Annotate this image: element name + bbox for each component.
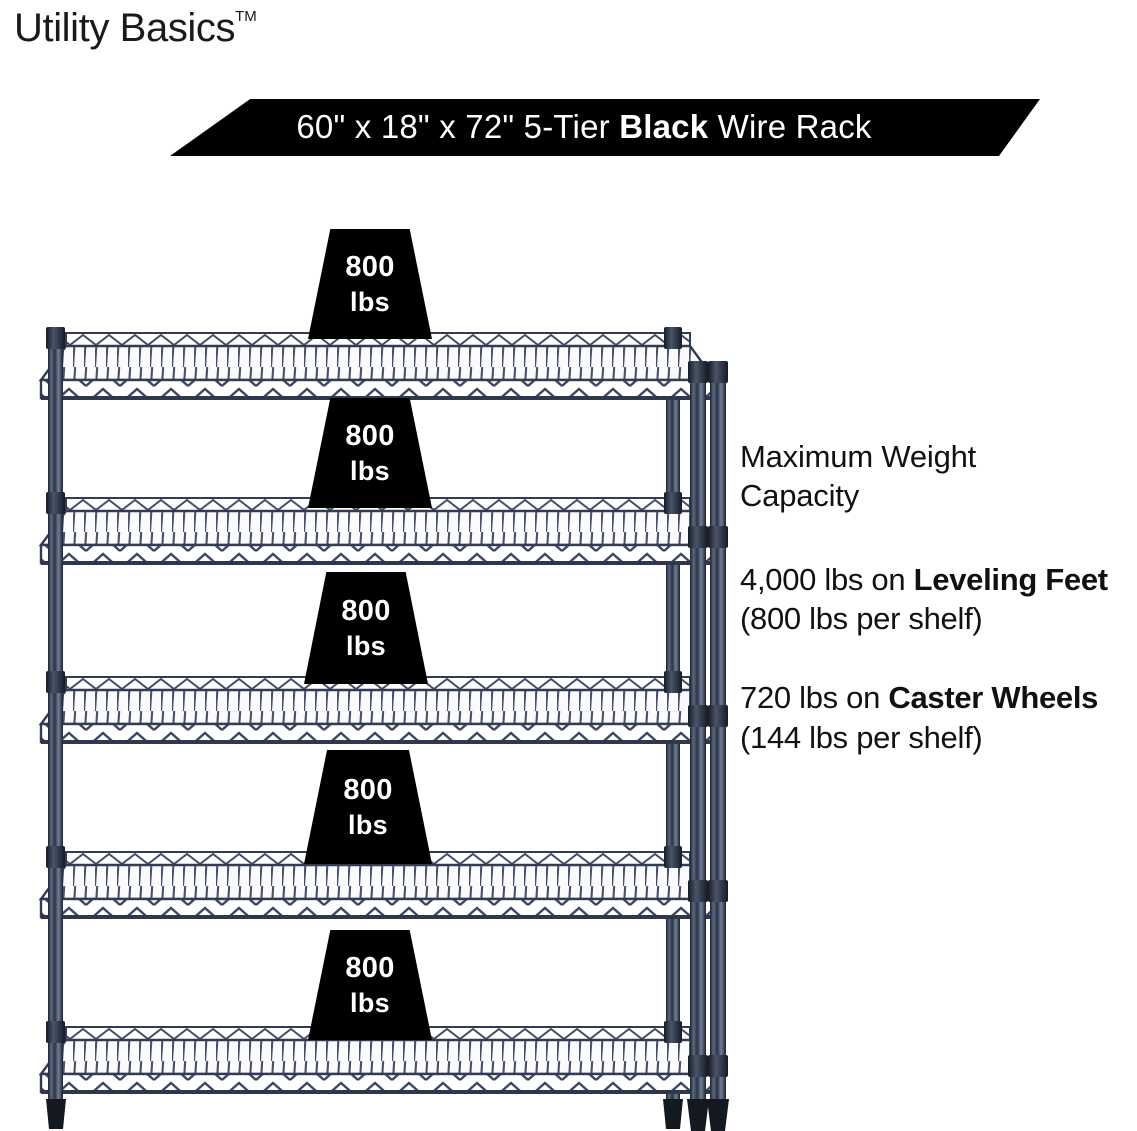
leveling-feet-label: Leveling Feet bbox=[913, 561, 1109, 597]
weight-badge-tier-3: 800 lbs bbox=[304, 572, 428, 684]
weight-badge-tier-1: 800 lbs bbox=[308, 229, 432, 339]
weight-badge-unit: lbs bbox=[350, 455, 390, 486]
weight-badge-tier-4: 800 lbs bbox=[304, 750, 432, 864]
weight-badge-unit: lbs bbox=[348, 809, 388, 840]
brand-name: Utility Basics bbox=[14, 6, 236, 50]
banner-emphasis: Black bbox=[619, 107, 709, 145]
capacity-info-panel: Maximum Weight Capacity 4,000 lbs on Lev… bbox=[740, 437, 1137, 757]
banner-dimensions: 60" x 18" x 72" bbox=[296, 107, 515, 145]
capacity-heading-line2: Capacity bbox=[740, 478, 860, 514]
weight-badge-unit: lbs bbox=[346, 630, 386, 661]
caster-wheels-detail: (144 lbs per shelf) bbox=[740, 719, 983, 755]
leveling-feet-capacity: 4,000 lbs on Leveling Feet (800 lbs per … bbox=[740, 560, 1137, 639]
wire-rack-illustration bbox=[18, 215, 738, 1131]
banner-title: 60" x 18" x 72" 5-Tier Black Wire Rack bbox=[296, 108, 871, 148]
weight-badge-value: 800 bbox=[345, 251, 395, 284]
trademark-symbol: TM bbox=[235, 8, 257, 25]
leveling-feet-detail: (800 lbs per shelf) bbox=[740, 601, 983, 637]
weight-badge-unit: lbs bbox=[350, 286, 390, 317]
weight-badge-value: 800 bbox=[345, 420, 395, 453]
title-banner: 60" x 18" x 72" 5-Tier Black Wire Rack bbox=[169, 99, 1040, 156]
capacity-heading-line1: Maximum Weight bbox=[740, 439, 977, 474]
weight-badge-tier-5: 800 lbs bbox=[308, 930, 432, 1040]
banner-product: Wire Rack bbox=[717, 107, 872, 145]
caster-wheels-label: Caster Wheels bbox=[888, 680, 1099, 716]
leveling-feet-total: 4,000 lbs on bbox=[740, 561, 914, 597]
weight-badge-value: 800 bbox=[343, 774, 393, 807]
caster-wheels-capacity: 720 lbs on Caster Wheels (144 lbs per sh… bbox=[740, 678, 1137, 757]
weight-badge-tier-2: 800 lbs bbox=[308, 398, 432, 508]
capacity-heading: Maximum Weight Capacity bbox=[740, 437, 1137, 516]
weight-badge-unit: lbs bbox=[350, 987, 390, 1018]
brand-logo: Utility BasicsTM bbox=[14, 6, 257, 51]
weight-badge-value: 800 bbox=[341, 595, 391, 628]
caster-wheels-total: 720 lbs on bbox=[740, 680, 889, 716]
weight-badge-value: 800 bbox=[345, 952, 395, 985]
banner-tier: 5-Tier bbox=[523, 107, 610, 145]
